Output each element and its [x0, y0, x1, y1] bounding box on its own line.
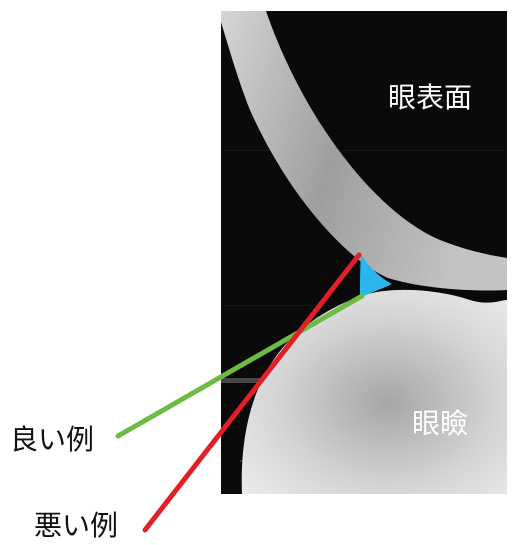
ocular-surface-label: 眼表面 [388, 84, 472, 112]
good-example-label: 良い例 [10, 426, 94, 454]
bad-example-label: 悪い例 [34, 512, 118, 540]
eyelid-label: 眼瞼 [412, 410, 468, 438]
